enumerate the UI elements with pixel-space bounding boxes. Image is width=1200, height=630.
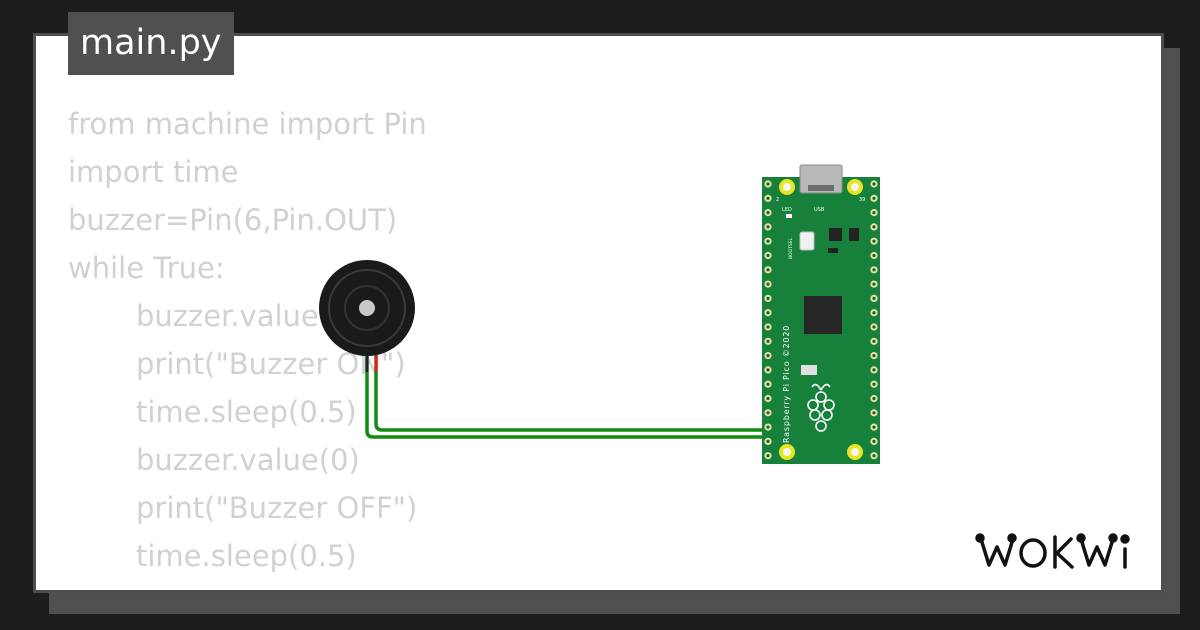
pin-hole <box>766 425 770 429</box>
buzzer-ring <box>328 269 406 347</box>
pin-hole <box>766 382 770 386</box>
pin-hole <box>766 268 770 272</box>
raspberry-logo-icon <box>807 383 835 432</box>
component-small-3 <box>828 248 838 253</box>
pin-hole <box>766 311 770 315</box>
code-line: print("Buzzer OFF") <box>136 491 418 525</box>
pin-hole <box>872 454 876 458</box>
pin-hole <box>872 296 876 300</box>
pin-hole <box>872 382 876 386</box>
pin-hole <box>766 253 770 258</box>
pin-hole <box>766 354 770 358</box>
wire-signal <box>365 355 771 439</box>
pin-hole <box>872 182 876 186</box>
pin-hole <box>872 268 876 272</box>
mount-hole-bottom-right-inner <box>851 448 859 456</box>
pin-hole <box>766 368 770 372</box>
usb-label: USB <box>814 207 825 213</box>
pin-hole <box>766 454 770 458</box>
pin-hole <box>872 425 876 429</box>
buzzer-ring-inner <box>344 285 390 331</box>
pin-label-right: 39 <box>859 197 865 203</box>
pico-board[interactable]: USB LED 2 39 BOOTSEL Raspberry Pi Pico ©… <box>762 164 880 464</box>
pin-hole <box>872 282 876 286</box>
onboard-led <box>786 214 792 218</box>
pin-hole <box>766 282 770 286</box>
pin-hole <box>872 253 876 258</box>
pin-hole <box>766 196 770 200</box>
wokwi-logo <box>975 533 1130 569</box>
file-tab[interactable]: main.py <box>68 12 234 75</box>
pin-hole <box>872 225 876 229</box>
pin-hole <box>766 211 770 215</box>
code-line: time.sleep(0.5) <box>136 395 357 429</box>
pin-hole <box>766 296 770 300</box>
pin-hole <box>766 339 770 343</box>
pin-hole <box>872 439 876 443</box>
component-small-1 <box>829 228 842 241</box>
pin-hole <box>872 196 876 200</box>
pin-hole <box>872 211 876 215</box>
preview-card <box>33 33 1164 593</box>
code-line: from machine import Pin <box>68 107 427 141</box>
component-small-2 <box>849 228 859 241</box>
pin-hole <box>766 225 770 229</box>
buzzer[interactable] <box>319 260 415 372</box>
pin-hole <box>766 439 770 443</box>
pin-hole <box>766 182 770 186</box>
code-line: time.sleep(0.5) <box>136 539 357 573</box>
buzzer-wires[interactable] <box>365 355 771 439</box>
mount-hole-top-left-inner <box>783 183 791 191</box>
pin-label-left: 2 <box>776 197 779 203</box>
pin-hole <box>872 396 876 401</box>
pin-hole <box>872 368 876 372</box>
pin-hole <box>872 311 876 315</box>
code-line: import time <box>68 155 239 189</box>
mount-hole-top-right-inner <box>851 183 859 191</box>
code-line: while True: <box>68 251 225 285</box>
pin-hole <box>766 411 770 415</box>
pin-hole <box>872 325 876 329</box>
bootsel-label: BOOTSEL <box>788 237 794 259</box>
code-listing: from machine import Pin import time buzzer… <box>68 100 427 580</box>
wire-ground <box>374 355 771 432</box>
pico-pins <box>764 180 878 460</box>
code-line: buzzer.value(0) <box>136 443 360 477</box>
pin-hole <box>766 325 770 329</box>
buzzer-center <box>359 300 375 316</box>
flash-chip <box>801 365 817 375</box>
rp2040-chip <box>804 296 842 334</box>
mount-hole-bottom-left-inner <box>783 448 791 456</box>
code-line: buzzer=Pin(6,Pin.OUT) <box>68 203 398 237</box>
pin-hole <box>872 354 876 358</box>
pin-hole <box>872 339 876 343</box>
usb-port <box>808 185 834 191</box>
bootsel-button <box>799 231 815 251</box>
led-label: LED <box>782 207 792 213</box>
pin-hole <box>872 411 876 415</box>
pin-hole <box>766 396 770 401</box>
board-name-label: Raspberry Pi Pico ©2020 <box>782 325 791 443</box>
pin-hole <box>766 239 770 243</box>
pin-hole <box>872 239 876 243</box>
